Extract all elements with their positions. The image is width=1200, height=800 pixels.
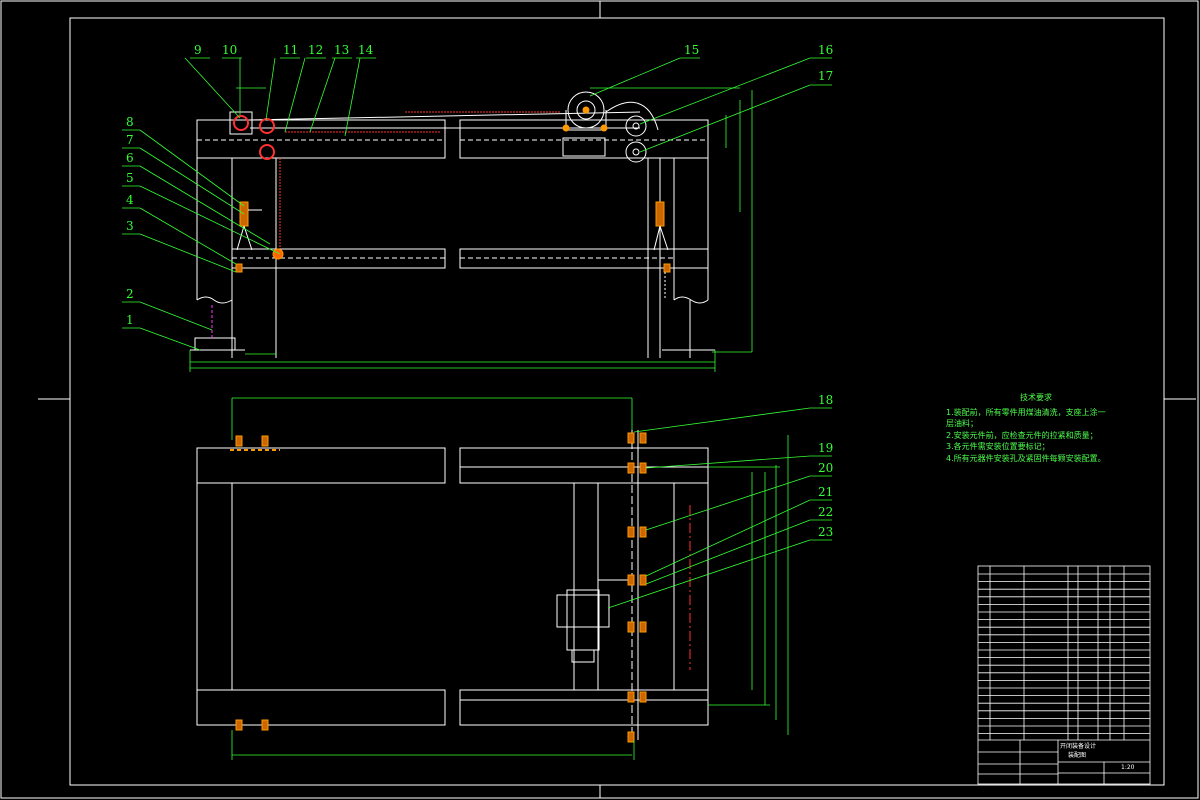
tech-note-line: 层油料； xyxy=(946,419,978,428)
part-label-21: 21 xyxy=(818,485,833,499)
side-components xyxy=(211,201,671,338)
part-label-4: 4 xyxy=(126,193,134,207)
part-label-5: 5 xyxy=(126,171,134,185)
part-label-8: 8 xyxy=(126,115,134,129)
front-elevation-view xyxy=(190,119,715,358)
technical-requirements: 技术要求 1.装配前，所有零件用煤油清洗，支座上涂一 层油料； 2.安装元件前，… xyxy=(946,392,1146,464)
parts-list-table xyxy=(977,565,1151,785)
part-label-13: 13 xyxy=(334,43,349,57)
part-label-20: 20 xyxy=(818,461,833,475)
tech-notes-title: 技术要求 xyxy=(1020,393,1052,402)
part-label-11: 11 xyxy=(283,43,298,57)
title-block-subtitle: 装配图 xyxy=(1068,752,1087,759)
tech-note-line: 1.装配前，所有零件用煤油清洗，支座上涂一 xyxy=(946,407,1106,417)
tech-note-line: 3.各元件需安装位置要标记； xyxy=(946,442,1050,451)
dimensions-top xyxy=(189,87,753,372)
part-label-1: 1 xyxy=(126,313,134,327)
plan-view xyxy=(196,430,709,740)
part-label-15: 15 xyxy=(684,43,699,57)
part-label-17: 17 xyxy=(818,69,833,83)
part-number-labels: 9 10 11 12 13 14 15 16 17 8 7 6 5 4 3 2 … xyxy=(126,43,833,539)
part-label-12: 12 xyxy=(308,43,323,57)
tech-note-line: 2.安装元件前，应检查元件的拉紧和质量； xyxy=(946,430,1098,440)
part-label-6: 6 xyxy=(126,151,134,165)
part-label-10: 10 xyxy=(222,43,237,57)
plan-components xyxy=(230,432,691,743)
part-label-7: 7 xyxy=(126,133,134,147)
leader-shelves xyxy=(122,57,832,541)
part-label-9: 9 xyxy=(194,43,202,57)
part-label-14: 14 xyxy=(358,43,374,57)
title-block-name: 开闭装备设计 xyxy=(1060,743,1097,750)
part-label-19: 19 xyxy=(818,441,833,455)
top-drive-assembly xyxy=(229,91,659,250)
tech-note-line: 4.所有元器件安装孔及紧固件每颗安装配置。 xyxy=(946,453,1106,463)
part-label-16: 16 xyxy=(818,43,833,57)
part-label-2: 2 xyxy=(126,287,134,301)
title-block-scale: 1:20 xyxy=(1121,764,1135,771)
leader-lines xyxy=(139,57,811,609)
part-label-18: 18 xyxy=(818,393,833,407)
part-label-22: 22 xyxy=(818,505,833,519)
part-label-23: 23 xyxy=(818,525,833,539)
part-label-3: 3 xyxy=(126,219,134,233)
dimensions-bottom xyxy=(231,397,789,760)
